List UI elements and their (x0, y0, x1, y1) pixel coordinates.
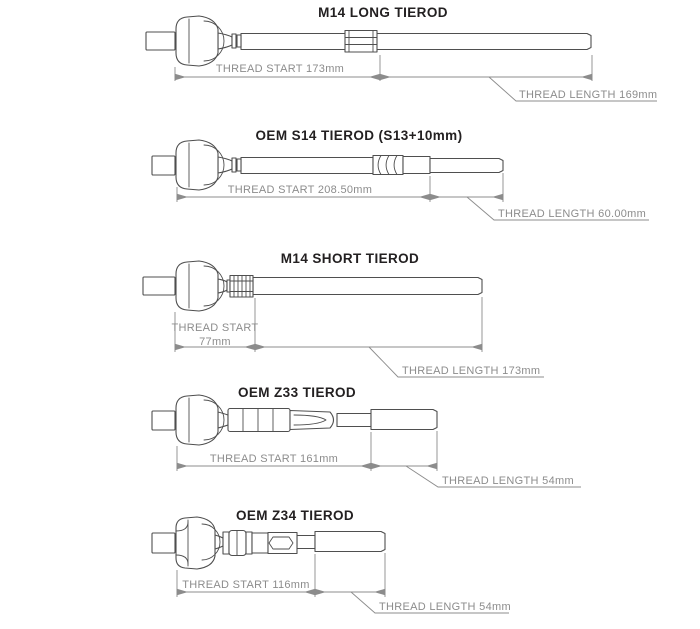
tierod-m14-short: M14 SHORT TIEROD THREAD START 77mm THREA… (142, 251, 544, 378)
thread-start-label-line1: THREAD START (172, 322, 259, 334)
thread-length-label: THREAD LENGTH 54mm (442, 475, 574, 487)
tierod-oem-z33: OEM Z33 TIEROD THREAD START 161mm THREAD… (151, 385, 581, 488)
rod-drawing (151, 139, 504, 191)
dimensions: THREAD START 173mm THREAD LENGTH 169mm (174, 55, 657, 102)
tierod-title: M14 LONG TIEROD (318, 5, 448, 20)
tierod-title: OEM Z34 TIEROD (236, 508, 354, 523)
dimensions: THREAD START 161mm THREAD LENGTH 54mm (176, 431, 581, 488)
thread-length-label: THREAD LENGTH 60.00mm (498, 208, 646, 220)
rod-drawing (151, 516, 386, 570)
thread-start-label: THREAD START 161mm (210, 453, 338, 465)
rod-drawing (142, 260, 483, 312)
thread-start-label: THREAD START 116mm (182, 579, 309, 591)
tierod-oem-z34: OEM Z34 TIEROD THREAD START 116mm THREAD (151, 508, 511, 614)
thread-start-label: THREAD START 173mm (216, 63, 344, 75)
tierod-title: OEM Z33 TIEROD (238, 385, 356, 400)
tierod-title: OEM S14 TIEROD (S13+10mm) (256, 128, 463, 143)
dimensions: THREAD START 208.50mm THREAD LENGTH 60.0… (176, 173, 649, 221)
thread-start-label: THREAD START 208.50mm (228, 184, 372, 196)
tierod-m14-long: M14 LONG TIEROD THREAD START 173mm THREA… (145, 5, 657, 102)
tierod-title: M14 SHORT TIEROD (281, 251, 419, 266)
thread-start-label-line2: 77mm (199, 336, 231, 348)
dimensions: THREAD START 77mm THREAD LENGTH 173mm (172, 297, 544, 378)
rod-drawing (145, 15, 592, 67)
thread-length-label: THREAD LENGTH 54mm (379, 601, 511, 613)
rod-drawing (151, 394, 438, 446)
tierod-oem-s14: OEM S14 TIEROD (S13+10mm) THREAD START 2… (151, 128, 649, 221)
dimensions: THREAD START 116mm THREAD LENGTH 54mm (176, 553, 511, 614)
thread-length-label: THREAD LENGTH 169mm (519, 89, 657, 101)
thread-length-label: THREAD LENGTH 173mm (402, 365, 540, 377)
